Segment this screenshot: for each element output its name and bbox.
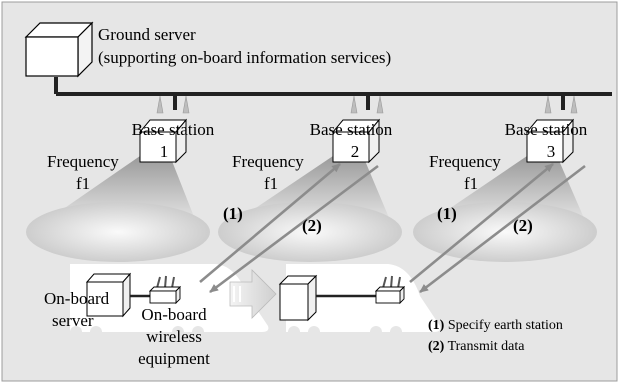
arrow-tag-1-station-2: (1)	[223, 204, 243, 223]
ground-server-subtitle: (supporting on-board information service…	[98, 48, 391, 67]
ground-server-title: Ground server	[98, 25, 196, 44]
base-station-3-label: Base station	[505, 120, 588, 139]
onboard-wireless-icon	[148, 275, 182, 305]
legend-item-1-text: Specify earth station	[444, 318, 563, 333]
legend: (1) Specify earth station (2) Transmit d…	[428, 318, 563, 354]
legend-item-2: (2) Transmit data	[428, 339, 525, 354]
frequency-label-3: Frequency	[429, 152, 501, 171]
frequency-label-2: Frequency	[232, 152, 304, 171]
onboard-wireless-icon-right	[374, 275, 406, 305]
base-station-2-label: Base station	[310, 120, 393, 139]
onboard-wireless-label-line2: wireless	[146, 327, 202, 346]
arrow-request-station-3	[409, 162, 554, 284]
legend-item-2-text: Transmit data	[444, 339, 525, 354]
frequency-value-1: f1	[76, 174, 90, 193]
arrow-tag-2-station-3: (2)	[513, 216, 533, 235]
base-station-3-icon	[525, 95, 578, 164]
arrow-tag-2-station-2: (2)	[302, 216, 322, 235]
base-station-1-icon	[138, 95, 190, 164]
ground-server-icon	[24, 21, 94, 78]
backbone-line	[54, 77, 612, 110]
base-station-2-icon	[331, 95, 384, 164]
comm-arrows	[199, 162, 586, 294]
train-motion-arrow	[229, 269, 277, 319]
onboard-wireless-label-line1: On-board	[141, 305, 207, 324]
legend-item-1-num: (1)	[428, 318, 445, 333]
legend-item-2-num: (2)	[428, 339, 445, 354]
frequency-value-2: f1	[264, 174, 278, 193]
base-station-2-number: 2	[351, 142, 360, 161]
onboard-server-label-line2: server	[52, 311, 94, 330]
base-station-1-number: 1	[160, 142, 169, 161]
legend-item-1: (1) Specify earth station	[428, 318, 563, 333]
base-station-1-label: Base station	[132, 120, 215, 139]
frequency-value-3: f1	[464, 174, 478, 193]
onboard-wireless-label-line3: equipment	[138, 349, 210, 368]
onboard-server-icon	[85, 272, 132, 318]
coverage-area-3	[413, 156, 597, 262]
arrow-request-station-2	[199, 163, 341, 283]
onboard-server-icon-right	[278, 274, 318, 322]
frequency-label-1: Frequency	[47, 152, 119, 171]
onboard-server-label-line1: On-board	[44, 289, 110, 308]
coverage-area-1	[26, 156, 210, 262]
coverage-area-2	[218, 156, 402, 262]
arrow-tag-1-station-3: (1)	[437, 204, 457, 223]
base-station-3-number: 3	[547, 142, 556, 161]
train-right	[286, 264, 441, 338]
arrow-transmit-station-3	[419, 164, 586, 294]
arrow-transmit-station-2	[209, 164, 379, 294]
